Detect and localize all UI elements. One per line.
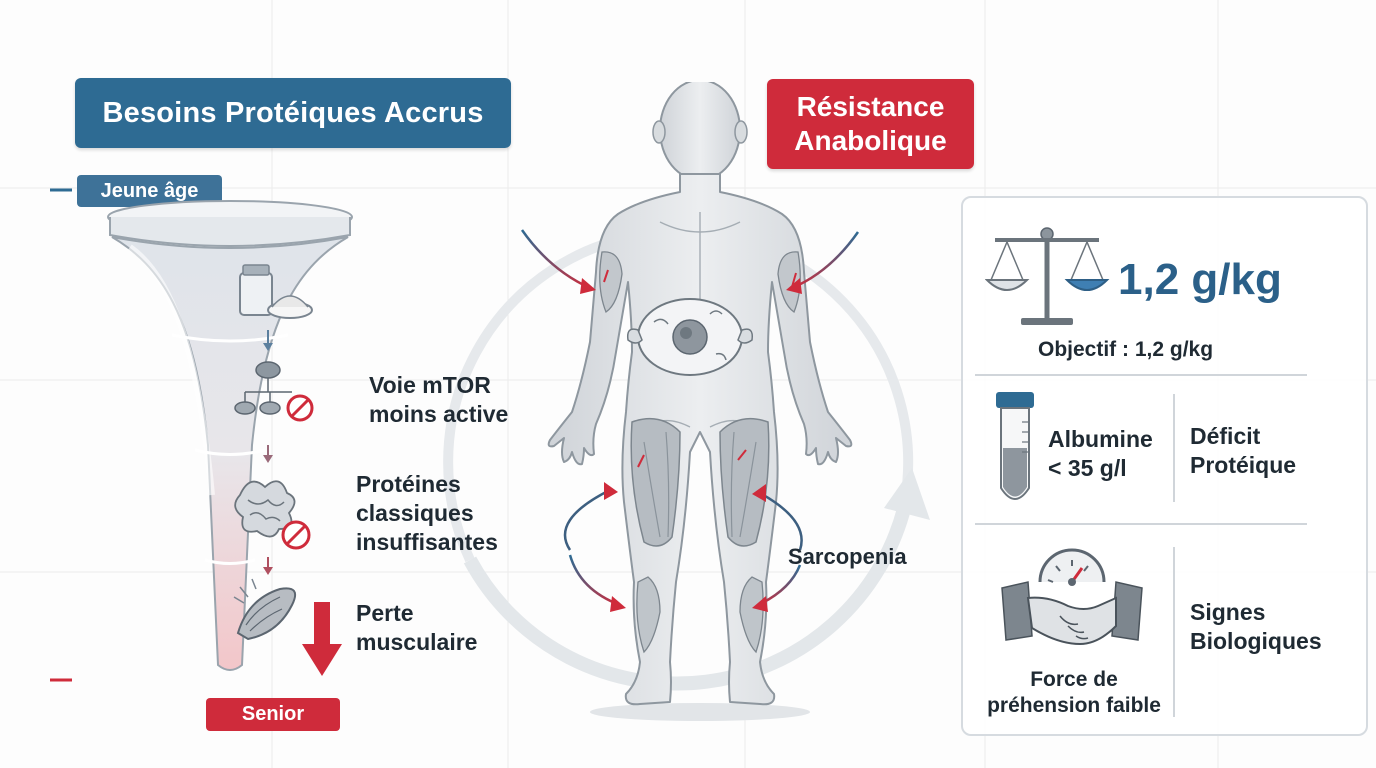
albumin-threshold: Albumine < 35 g/l xyxy=(1048,426,1153,481)
biological-signs-label: Signes Biologiques xyxy=(1190,599,1322,654)
label-mtor: Voie mTOR moins active xyxy=(369,372,509,427)
protein-target-label: Objectif : 1,2 g/kg xyxy=(1038,338,1214,361)
blocked-icon xyxy=(281,520,311,550)
blood-test-tube-icon xyxy=(996,392,1034,500)
title-anabolic-resistance: Résistance Anabolique xyxy=(767,79,974,169)
label-sarcopenia: Sarcopenia xyxy=(788,544,907,569)
panel-dividers xyxy=(975,374,1307,717)
human-body-figure xyxy=(547,82,853,721)
decline-arrow-icon xyxy=(302,602,342,676)
grip-strength-label: Force de préhension faible xyxy=(987,668,1161,717)
balance-scale-icon xyxy=(985,227,1110,325)
mtor-pathway-icon xyxy=(234,361,292,415)
muscle-loss-arrows xyxy=(520,229,860,612)
cell-icon xyxy=(626,298,754,376)
protein-supplement-icon xyxy=(239,264,313,319)
thigh-muscles xyxy=(630,417,770,547)
label-senior: Senior xyxy=(206,698,340,731)
age-timeline xyxy=(50,188,72,682)
protein-funnel xyxy=(107,200,353,671)
blocked-icon xyxy=(286,394,314,422)
handshake-grip-icon xyxy=(1001,548,1143,646)
label-muscle-loss: Perte musculaire xyxy=(356,600,478,655)
title-protein-needs: Besoins Protéiques Accrus xyxy=(75,78,511,148)
protein-target-value: 1,2 g/kg xyxy=(1118,255,1282,304)
protein-deficit-label: Déficit Protéique xyxy=(1190,423,1297,478)
label-classic-proteins: Protéines classiques insuffisantes xyxy=(356,471,498,555)
muscle-icon xyxy=(233,578,296,641)
